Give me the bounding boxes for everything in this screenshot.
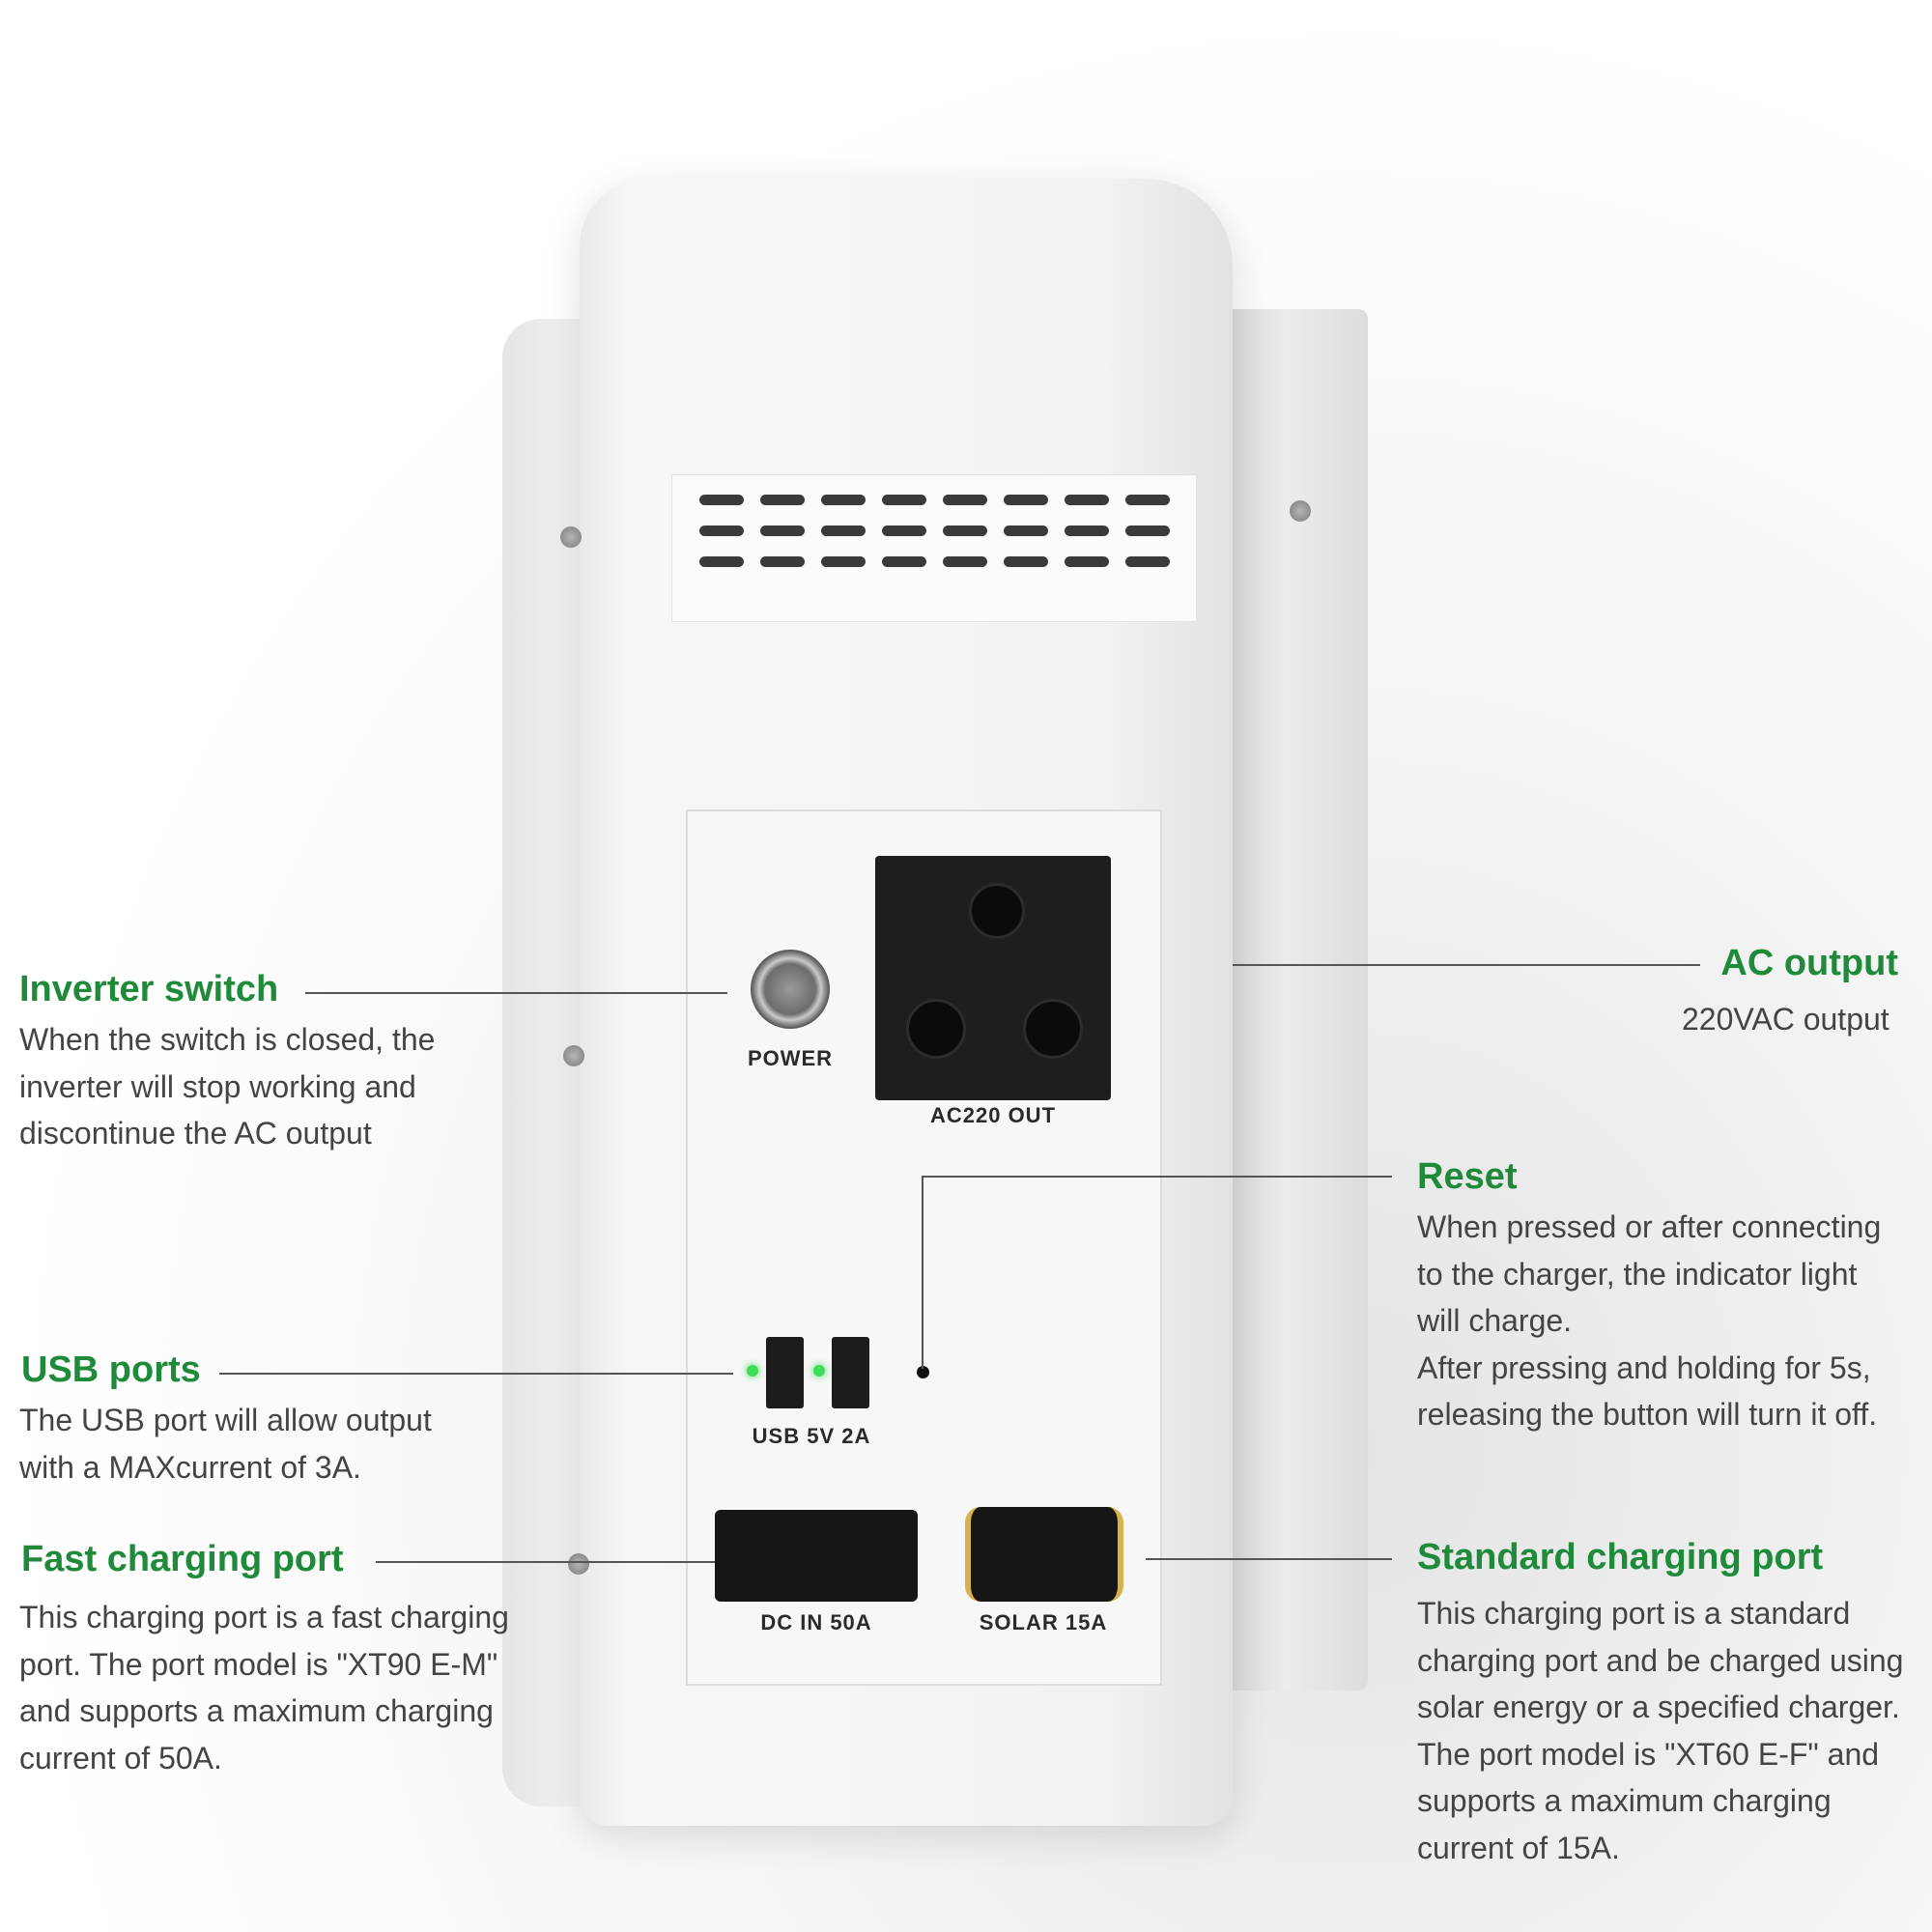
usb-led-icon (747, 1365, 758, 1377)
description-line: The port model is "XT60 E-F" and (1417, 1736, 1880, 1772)
leader-line-fast (376, 1561, 715, 1563)
screw-icon (560, 526, 582, 548)
description-line: with a MAXcurrent of 3A. (19, 1449, 361, 1485)
vent-slot (882, 556, 926, 567)
description-line: current of 50A. (19, 1740, 222, 1776)
vent-slot (821, 526, 866, 536)
vent-slot (1004, 526, 1048, 536)
standard-charging-description: This charging port is a standard chargin… (1417, 1590, 1903, 1871)
reset-description: When pressed or after connecting to the … (1417, 1204, 1881, 1438)
reset-button[interactable] (917, 1366, 929, 1378)
description-line: releasing the button will turn it off. (1417, 1397, 1878, 1432)
vent-slot (1004, 495, 1048, 505)
description-line: to the charger, the indicator light (1417, 1256, 1858, 1292)
screw-icon (563, 1045, 584, 1066)
description-line: current of 15A. (1417, 1830, 1620, 1865)
vent-slot (1065, 526, 1109, 536)
vent-slot (1125, 495, 1170, 505)
screw-icon (1290, 500, 1311, 522)
vent-slot (1125, 526, 1170, 536)
ac-output-title: AC output (1720, 943, 1898, 983)
standard-charging-title: Standard charging port (1417, 1537, 1824, 1577)
vent-slot (760, 495, 805, 505)
vent-slot (943, 495, 987, 505)
dc-in-port[interactable] (715, 1510, 918, 1602)
vent-slot (821, 495, 866, 505)
leader-line-ac (1233, 964, 1700, 966)
description-line: After pressing and holding for 5s, (1417, 1350, 1871, 1385)
vent-slot (699, 556, 744, 567)
description-line: When pressed or after connecting (1417, 1209, 1882, 1244)
usb-ports-title: USB ports (21, 1350, 201, 1390)
vent-slot (821, 556, 866, 567)
power-label: POWER (747, 1046, 834, 1070)
vent-slot (699, 526, 744, 536)
screw-icon (568, 1553, 589, 1575)
description-line: inverter will stop working and (19, 1068, 416, 1104)
usb-label: USB 5V 2A (752, 1424, 871, 1448)
description-line: When the switch is closed, the (19, 1022, 436, 1057)
vent-slot (1065, 556, 1109, 567)
power-button[interactable] (751, 950, 830, 1029)
description-line: This charging port is a fast charging (19, 1600, 509, 1634)
description-line: This charging port is a standard (1417, 1596, 1851, 1631)
description-line: 220VAC output (1682, 1002, 1889, 1037)
solar-port[interactable] (965, 1507, 1123, 1602)
description-line: discontinue the AC output (19, 1116, 372, 1151)
vent-slot (1125, 556, 1170, 567)
dc-in-label: DC IN 50A (760, 1610, 872, 1634)
vent-slot (1065, 495, 1109, 505)
inverter-switch-title: Inverter switch (19, 969, 279, 1009)
fast-charging-title: Fast charging port (21, 1539, 344, 1579)
usb-ports-description: The USB port will allow output with a MA… (19, 1397, 432, 1491)
ac-output-description: 220VAC output (1682, 996, 1889, 1043)
usb-port[interactable] (766, 1337, 804, 1408)
leader-line-reset (923, 1176, 1392, 1178)
leader-line-usb (219, 1373, 733, 1375)
description-line: The USB port will allow output (19, 1403, 432, 1437)
vent-slot (760, 526, 805, 536)
vent-slot (943, 556, 987, 567)
leader-line-standard (1146, 1558, 1392, 1560)
usb-port[interactable] (832, 1337, 869, 1408)
inverter-switch-description: When the switch is closed, the inverter … (19, 1016, 435, 1157)
description-line: solar energy or a specified charger. (1417, 1690, 1900, 1724)
reset-title: Reset (1417, 1156, 1518, 1197)
vent-slot (882, 495, 926, 505)
vent-slot (1004, 556, 1048, 567)
description-line: will charge. (1417, 1303, 1573, 1338)
vent-slot (699, 495, 744, 505)
leader-line-reset-vertical (922, 1176, 923, 1369)
leader-line-inverter (305, 992, 727, 994)
air-vent (671, 474, 1197, 622)
description-line: and supports a maximum charging (19, 1693, 494, 1728)
solar-label: SOLAR 15A (979, 1610, 1108, 1634)
description-line: port. The port model is "XT90 E-M" (19, 1646, 498, 1682)
ac-socket[interactable] (875, 856, 1111, 1100)
fast-charging-description: This charging port is a fast charging po… (19, 1594, 509, 1781)
usb-led-icon (813, 1365, 825, 1377)
vent-slot (882, 526, 926, 536)
description-line: supports a maximum charging (1417, 1783, 1832, 1818)
description-line: charging port and be charged using (1417, 1642, 1904, 1678)
vent-slot (943, 526, 987, 536)
ac-label: AC220 OUT (929, 1103, 1057, 1127)
side-bracket (1233, 309, 1368, 1690)
vent-slot (760, 556, 805, 567)
